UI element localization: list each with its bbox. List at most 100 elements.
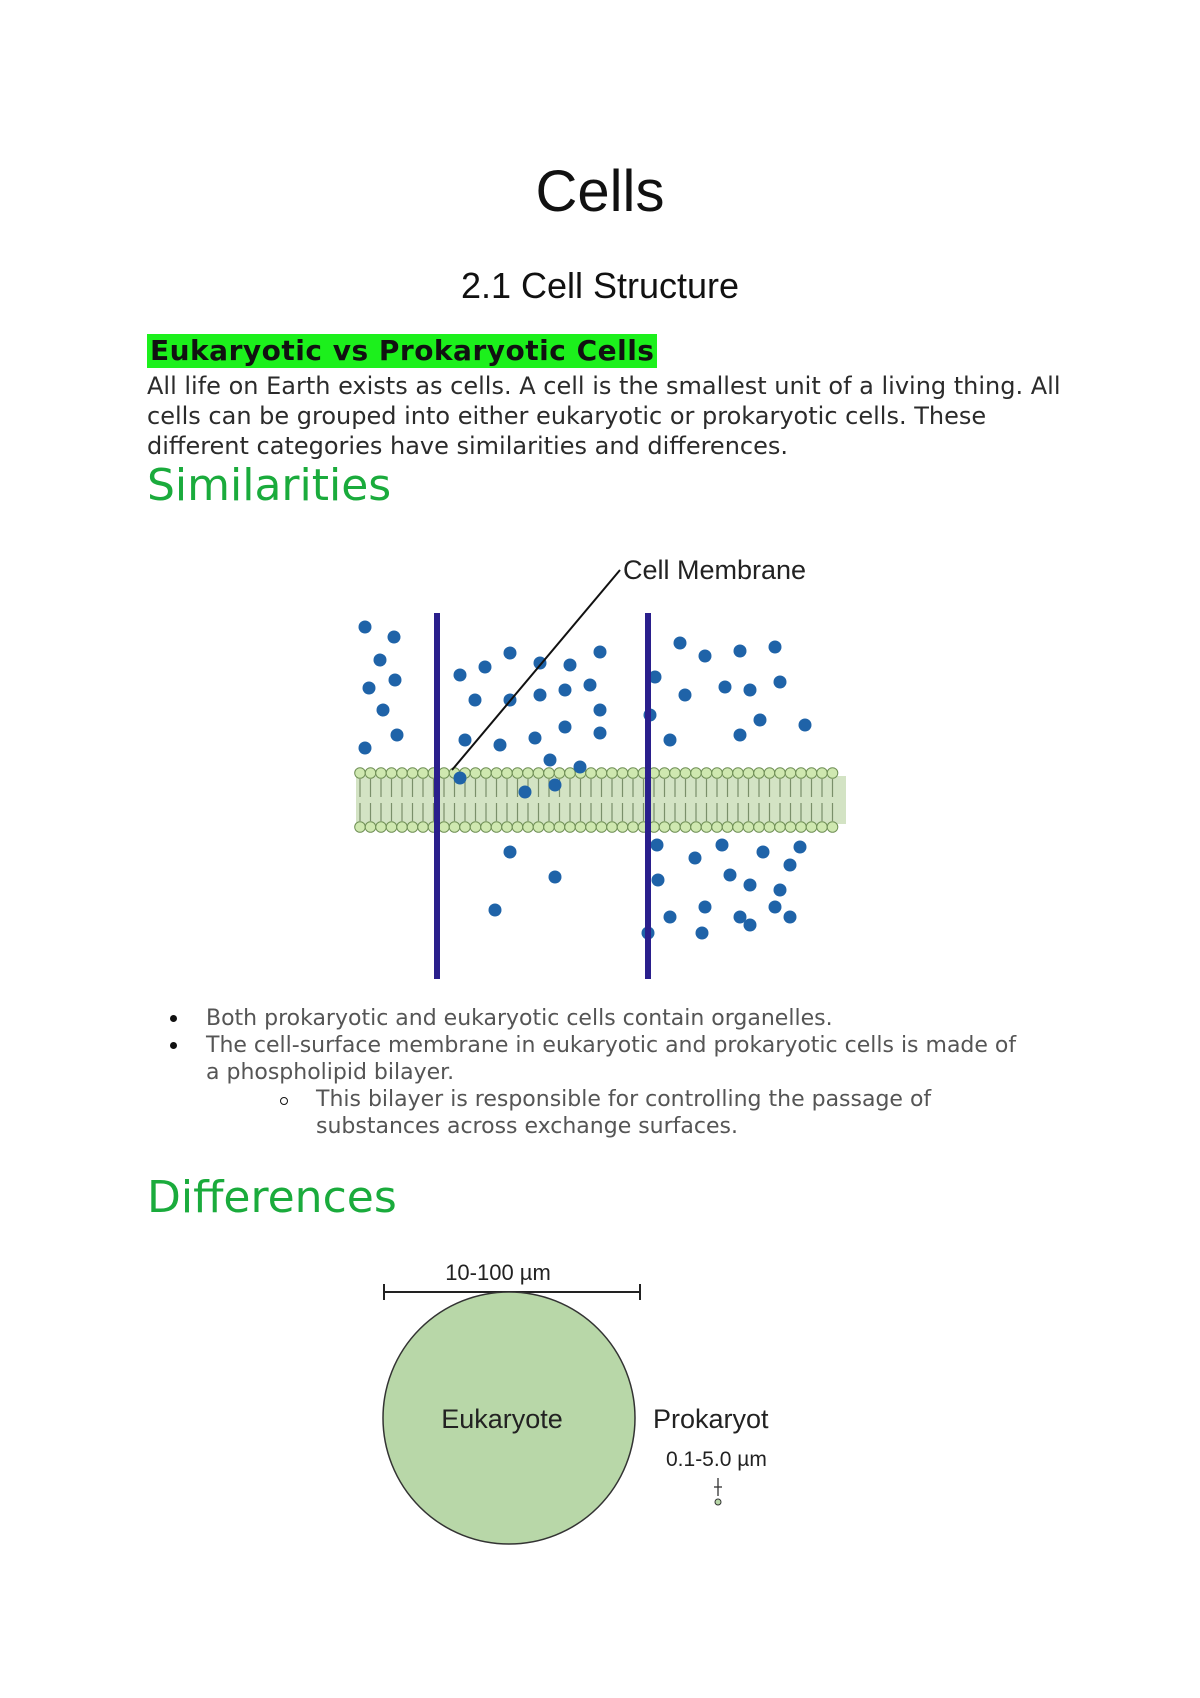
molecule-dot (468, 693, 482, 707)
molecule-dot (488, 903, 502, 917)
molecule-dot (558, 683, 572, 697)
molecule-dot (458, 733, 472, 747)
list-item-text: Both prokaryotic and eukaryotic cells co… (206, 1006, 833, 1031)
lipid-head (826, 821, 839, 833)
lipid-head (543, 821, 555, 833)
molecule-dot (563, 658, 577, 672)
molecule-dot (390, 728, 404, 742)
lipid-head (816, 767, 828, 779)
molecule-dot (743, 683, 757, 697)
molecule-dot (793, 840, 807, 854)
cell-size-diagram: 10-100 µm Eukaryote Prokaryot 0.1-5.0 µm (382, 1260, 769, 1545)
lipid-head (606, 821, 618, 833)
lipid-head (522, 767, 534, 779)
lipid-head (564, 821, 576, 833)
molecule-dot (733, 644, 747, 658)
lipid-head (711, 767, 723, 779)
molecule-dot (573, 760, 587, 774)
lipid-head (763, 767, 776, 779)
lipid-head (406, 821, 419, 833)
molecule-dot (387, 630, 401, 644)
eukaryote-label: Eukaryote (441, 1404, 563, 1434)
lipid-head (375, 767, 387, 779)
molecule-dot (388, 673, 402, 687)
lipid-head (774, 767, 786, 779)
lipid-head (742, 821, 755, 833)
molecule-dot (743, 878, 757, 892)
molecule-dot (548, 870, 562, 884)
molecule-dot (798, 718, 812, 732)
lipid-head (816, 821, 828, 833)
lipid-head (616, 767, 629, 779)
lipid-head (354, 821, 366, 833)
sub-list: This bilayer is responsible for controll… (206, 1086, 1030, 1140)
molecule-dot (533, 656, 547, 670)
lipid-head (480, 821, 492, 833)
lipid-head (763, 821, 776, 833)
sub-list-item-text: This bilayer is responsible for controll… (316, 1087, 932, 1139)
lipid-head (595, 821, 608, 833)
lipid-head (553, 767, 566, 779)
lipid-head (406, 767, 419, 779)
lipid-head (417, 767, 429, 779)
molecule-dot (733, 910, 747, 924)
molecule-dot (358, 741, 372, 755)
lipid-head (784, 821, 797, 833)
lipid-head (532, 767, 545, 779)
molecule-dot (358, 620, 372, 634)
molecule-dot (698, 900, 712, 914)
molecule-dot (376, 703, 390, 717)
lipid-head (732, 821, 744, 833)
lipid-head (438, 767, 450, 779)
molecule-dot (768, 900, 782, 914)
lipid-head (511, 767, 524, 779)
lipid-head (658, 767, 671, 779)
molecule-dot (533, 688, 547, 702)
prokaryote-size-label: 0.1-5.0 µm (666, 1448, 767, 1471)
lipid-head (658, 821, 671, 833)
lipid-head (774, 821, 786, 833)
lipid-head (354, 767, 366, 779)
lipid-head (553, 821, 566, 833)
molecule-dot (723, 868, 737, 882)
molecule-dot (773, 883, 787, 897)
lipid-head (375, 821, 387, 833)
lipid-head (700, 767, 713, 779)
lipid-head (511, 821, 524, 833)
intro-paragraph: All life on Earth exists as cells. A cel… (147, 372, 1061, 460)
lipid-head (679, 821, 692, 833)
molecule-dot (773, 675, 787, 689)
circle-bullet-icon (280, 1097, 288, 1105)
lipid-head (501, 821, 513, 833)
molecule-dot (453, 771, 467, 785)
molecule-dot (362, 681, 376, 695)
lipid-head (732, 767, 744, 779)
lipid-head (564, 767, 576, 779)
label-pointer-line (451, 569, 621, 771)
lipid-head (585, 821, 597, 833)
molecule-dot (528, 731, 542, 745)
molecule-dot (558, 720, 572, 734)
molecule-dot (743, 918, 757, 932)
document-title: Cells (535, 159, 665, 224)
lipid-head (784, 767, 797, 779)
molecule-dot (698, 649, 712, 663)
lipid-head (606, 767, 618, 779)
sub-list-item: This bilayer is responsible for controll… (280, 1086, 1030, 1140)
bullet-icon (170, 1015, 177, 1022)
lipid-head (595, 767, 608, 779)
lipid-head (522, 821, 534, 833)
molecule-dot (663, 910, 677, 924)
molecule-dot (503, 845, 517, 859)
lipid-head (690, 821, 702, 833)
lipid-head (669, 767, 681, 779)
lipid-head (490, 821, 503, 833)
molecule-dot (493, 738, 507, 752)
lipid-head (627, 821, 639, 833)
lipid-head (795, 767, 807, 779)
lipid-head (700, 821, 713, 833)
prokaryote-cell-circle (714, 1498, 722, 1506)
lipid-head (417, 821, 429, 833)
lipid-head (585, 767, 597, 779)
